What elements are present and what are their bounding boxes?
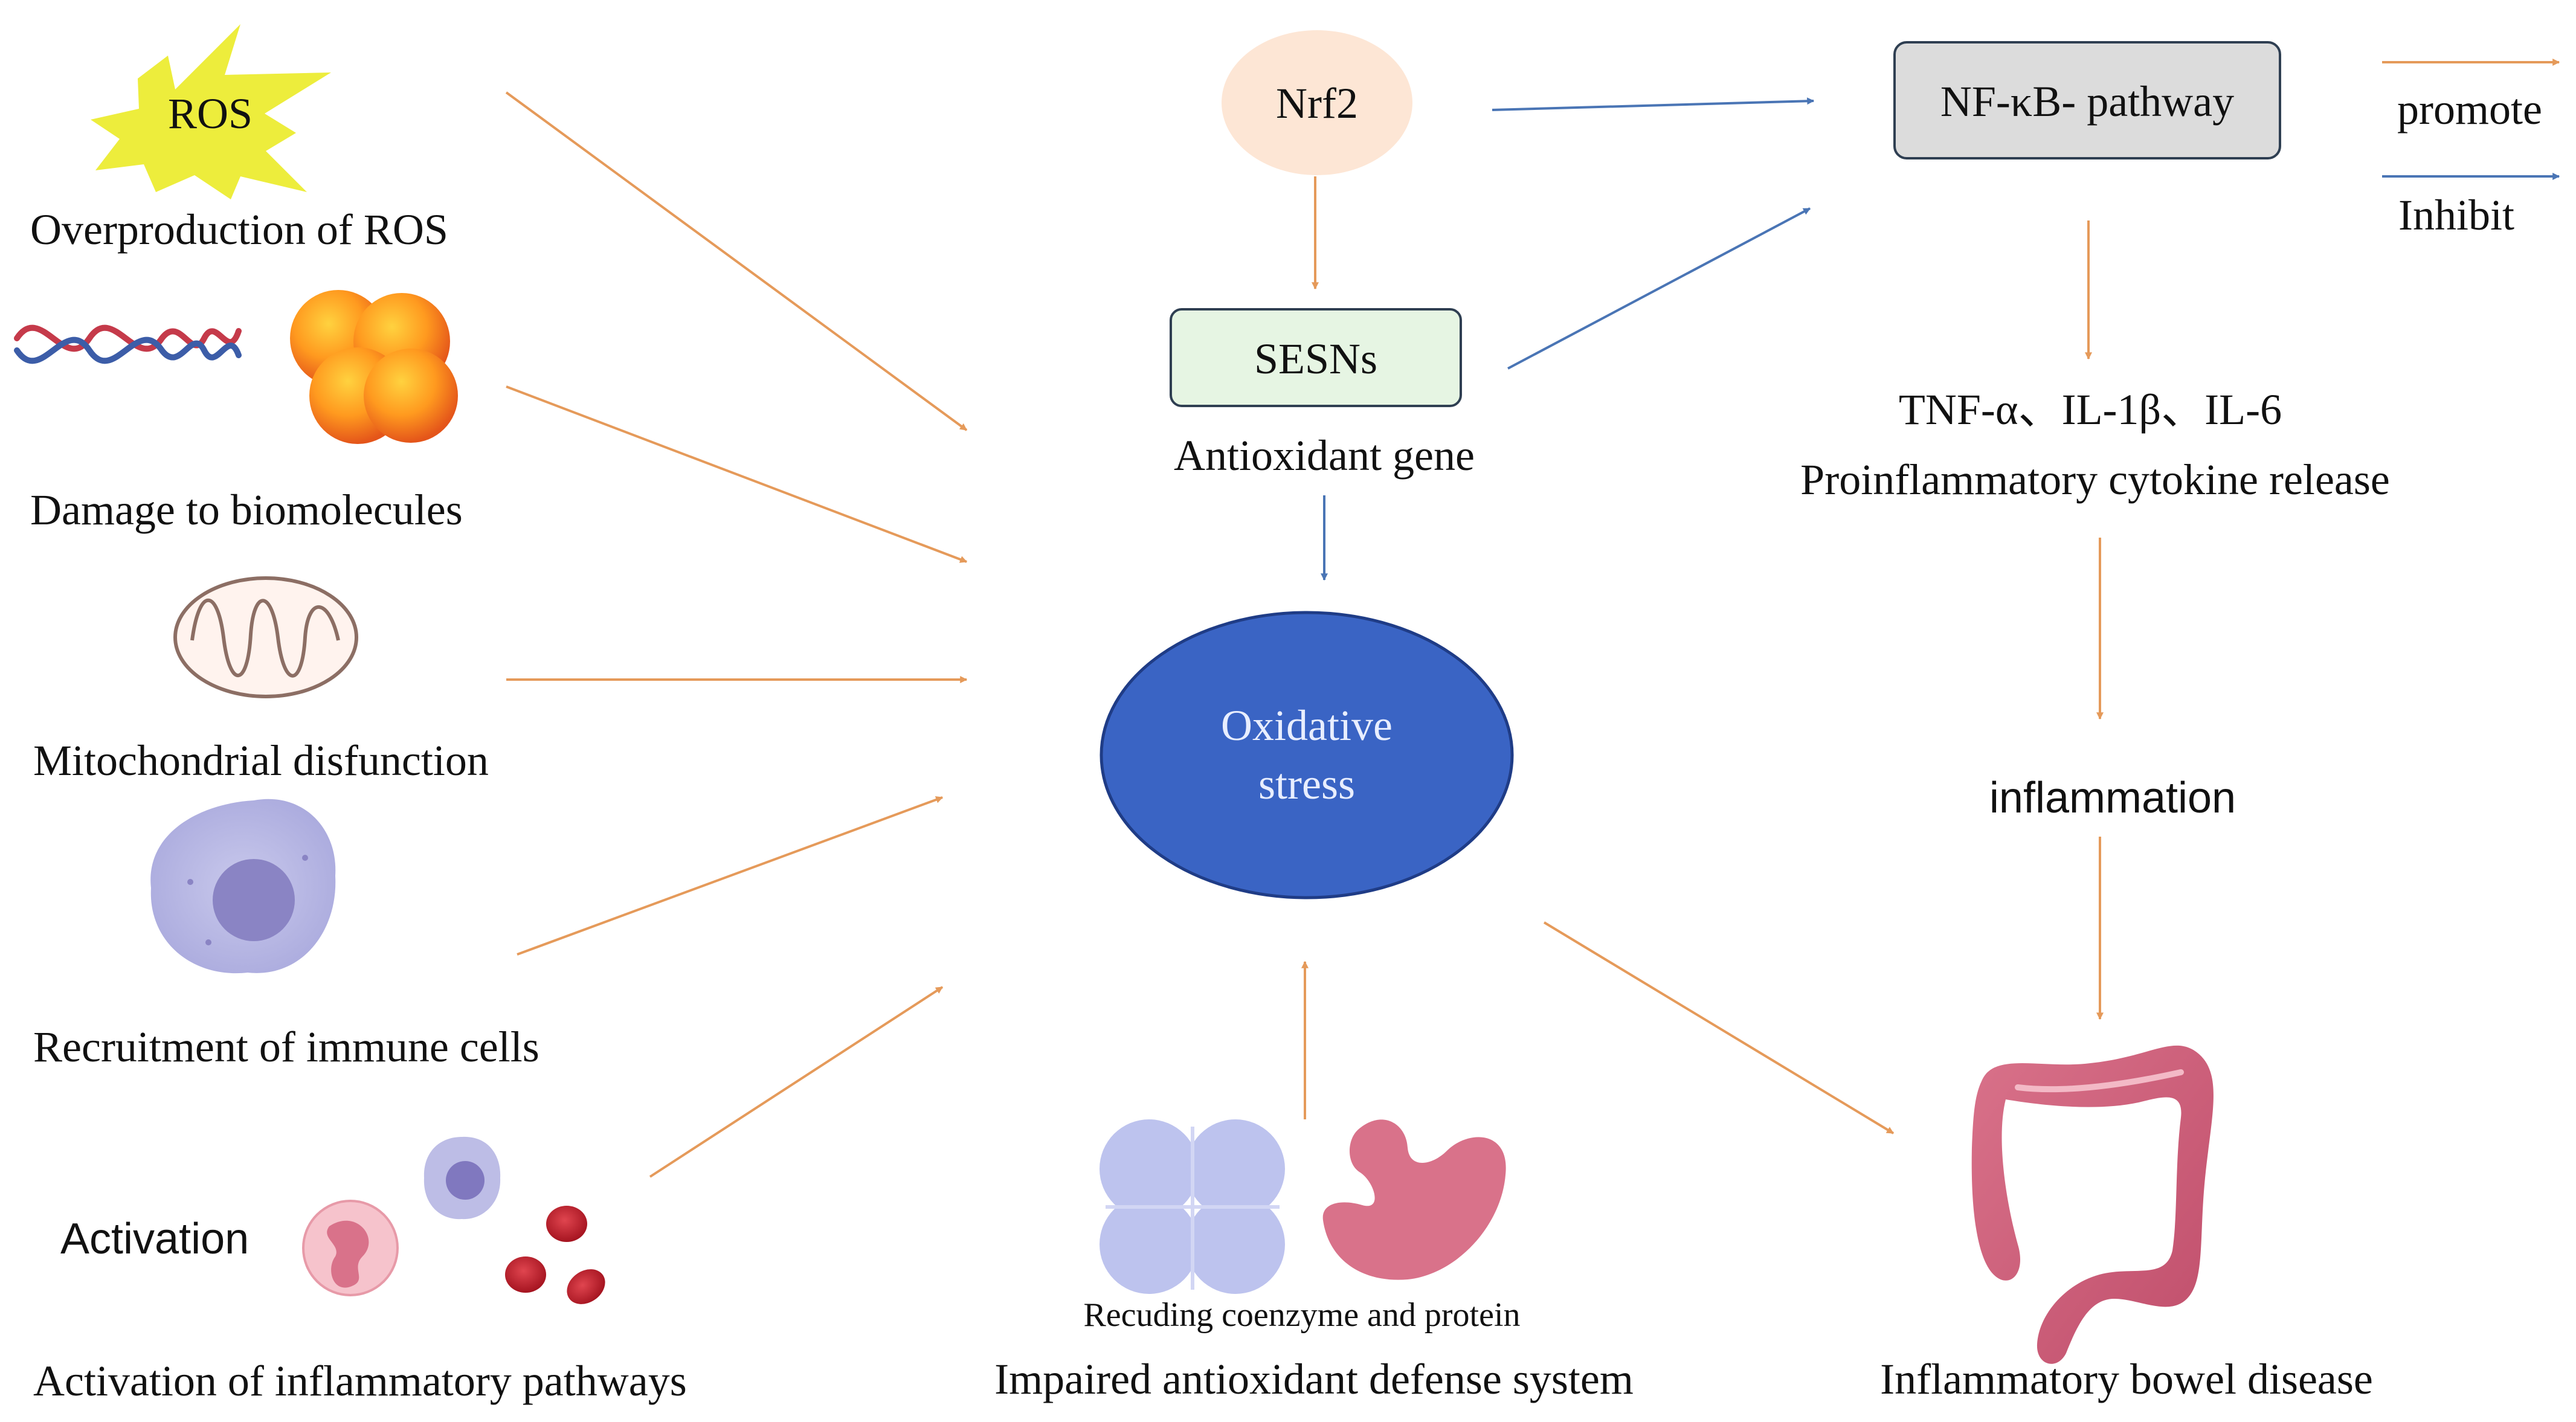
sesns-label: SESNs — [1254, 335, 1377, 383]
defense-label: Impaired antioxidant defense system — [994, 1355, 1634, 1403]
nfkb-node: NF-κB- pathway — [1893, 41, 2281, 159]
legend-inhibit-label: Inhibit — [2398, 191, 2514, 239]
sesns-node: SESNs — [1170, 308, 1462, 407]
legend: promote Inhibit — [2382, 59, 2560, 239]
colon-icon — [1971, 1045, 2214, 1364]
pathways-label: Activation of inflammatory pathways — [33, 1357, 687, 1405]
nrf2-label: Nrf2 — [1276, 79, 1358, 127]
cytokine-release-label: Proinflammatory cytokine release — [1800, 455, 2390, 504]
arrow-sesns-to-nfkb — [1507, 207, 1811, 370]
cytokines-label: TNF-α、IL-1β、IL-6 — [1899, 385, 2282, 434]
mitochondria-label: Mitochondrial disfunction — [33, 736, 489, 785]
biomolecules-label: Damage to biomolecules — [30, 486, 463, 534]
ros-badge: ROS — [168, 89, 253, 138]
immune-label: Recruitment of immune cells — [33, 1023, 539, 1071]
dna-strand-icon — [14, 324, 242, 364]
nfkb-label: NF-κB- pathway — [1940, 77, 2234, 126]
oxidative-stress-node: Oxidative stress — [1100, 611, 1514, 899]
ros-burst-icon — [91, 24, 331, 199]
immune-cell-icon — [150, 799, 336, 974]
activation-badge: Activation — [60, 1215, 249, 1263]
arrow-biomolecules-to-oxidative — [506, 385, 968, 563]
oxidative-line2: stress — [1258, 760, 1355, 808]
coenzyme-cluster-icon — [1100, 1119, 1285, 1294]
arrow-pathways-to-oxidative — [649, 986, 944, 1178]
antioxidant-gene-label: Antioxidant gene — [1174, 431, 1475, 480]
lymphocyte-icon — [423, 1136, 501, 1220]
arrow-oxidative-to-ibd — [1543, 921, 1895, 1134]
inflammation-label: inflammation — [1989, 774, 2236, 822]
molecule-cluster-icon — [290, 290, 458, 444]
oxidative-line1: Oxidative — [1221, 701, 1393, 750]
arrow-nrf2-to-nfkb — [1492, 97, 1815, 111]
coenzyme-label: Recuding coenzyme and protein — [1083, 1296, 1520, 1334]
arrow-ros-to-oxidative — [505, 91, 968, 431]
ros-label: Overproduction of ROS — [30, 205, 448, 254]
neutrophil-icon — [302, 1200, 399, 1296]
arrows — [505, 91, 2104, 1178]
arrow-immune-to-oxidative — [517, 796, 944, 956]
red-blood-cell-icon — [505, 1206, 605, 1304]
mitochondrion-icon — [173, 576, 358, 698]
ibd-label: Inflammatory bowel disease — [1880, 1355, 2373, 1403]
nrf2-node: Nrf2 — [1222, 30, 1412, 175]
protein-icon — [1322, 1119, 1506, 1280]
legend-promote-label: promote — [2397, 85, 2542, 134]
